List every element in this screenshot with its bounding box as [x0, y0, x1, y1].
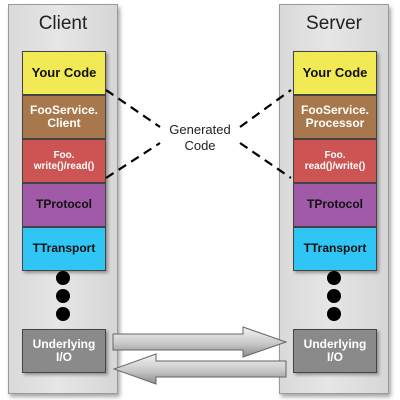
client-service-label-line2: Client: [47, 116, 81, 130]
server-service-label-line2: Processor: [305, 116, 365, 130]
client-ellipsis-dot-1: [56, 271, 70, 285]
client-protocol-layer: TProtocol: [22, 183, 106, 227]
client-methods-label-line1: Foo.: [53, 150, 75, 161]
client-your-code-label: Your Code: [31, 64, 97, 80]
client-service-label-line1: FooService.: [29, 102, 99, 117]
server-your-code-layer: Your Code: [293, 51, 377, 95]
client-generated-code-connector-bottom: [105, 142, 161, 179]
response-arrow-left: [112, 353, 287, 385]
server-methods-layer: Foo. read()/write(): [293, 139, 377, 183]
server-transport-label: TTransport: [303, 241, 367, 256]
client-io-label-line1: Underlying: [32, 336, 96, 351]
server-your-code-label: Your Code: [302, 64, 368, 80]
server-generated-code-connector-top: [239, 89, 292, 128]
generated-code-annotation: Generated Code: [162, 122, 238, 154]
server-io-label-line2: I/O: [326, 350, 343, 364]
server-io-layer: Underlying I/O: [293, 329, 377, 373]
server-stack-panel: Server Your Code FooService. Processor F…: [279, 4, 389, 394]
server-service-label-line1: FooService.: [300, 102, 370, 117]
request-arrow-right: [112, 326, 288, 358]
client-methods-label-line2: write()/read(): [33, 161, 95, 172]
client-title: Client: [38, 13, 88, 34]
client-stack-panel: Client Your Code FooService. Client Foo.…: [8, 4, 118, 394]
client-generated-code-connector-top: [105, 89, 161, 128]
server-ellipsis-dot-1: [327, 271, 341, 285]
server-methods-label-line2: read()/write(): [304, 161, 366, 172]
client-ellipsis-dot-2: [56, 289, 70, 303]
server-generated-code-connector-bottom: [239, 142, 292, 179]
client-transport-label: TTransport: [32, 241, 96, 256]
client-methods-layer: Foo. write()/read(): [22, 139, 106, 183]
client-transport-layer: TTransport: [22, 227, 106, 271]
server-protocol-label: TProtocol: [307, 197, 363, 212]
generated-code-line1: Generated: [169, 122, 231, 137]
server-transport-layer: TTransport: [293, 227, 377, 271]
client-service-layer: FooService. Client: [22, 95, 106, 139]
server-protocol-layer: TProtocol: [293, 183, 377, 227]
server-ellipsis-dot-3: [327, 307, 341, 321]
server-service-layer: FooService. Processor: [293, 95, 377, 139]
client-protocol-label: TProtocol: [36, 197, 92, 212]
client-io-label-line2: I/O: [55, 350, 72, 364]
server-ellipsis-dot-2: [327, 289, 341, 303]
client-ellipsis-dot-3: [56, 307, 70, 321]
server-methods-label-line1: Foo.: [324, 150, 346, 161]
server-title: Server: [306, 13, 362, 34]
generated-code-line2: Code: [184, 138, 216, 153]
client-your-code-layer: Your Code: [22, 51, 106, 95]
server-io-label-line1: Underlying: [303, 336, 367, 351]
client-io-layer: Underlying I/O: [22, 329, 106, 373]
